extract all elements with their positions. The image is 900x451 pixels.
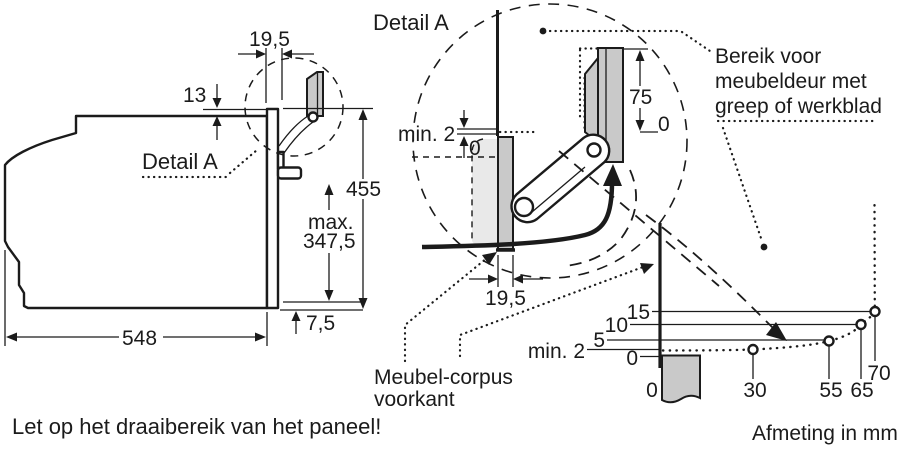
detail-a-circle-small	[244, 57, 344, 157]
graph-y-5: 5	[593, 329, 605, 352]
graph-x-70: 70	[867, 362, 890, 385]
hinge-pivot-small	[307, 111, 319, 123]
bereik-callout: Bereik voor meubeldeur met greep of werk…	[539, 27, 882, 251]
dashed-leaders	[558, 150, 787, 341]
oven-frame-section	[497, 136, 514, 250]
dim-7-5: 7,5	[280, 301, 363, 335]
furniture-door-small	[306, 71, 324, 117]
graph-x-55: 55	[819, 379, 842, 402]
oven-door-handle	[276, 166, 303, 180]
dim-13-label: 13	[183, 84, 206, 107]
bereik-line-2: meubeldeur met	[715, 70, 867, 93]
dim-max-label: max.	[308, 211, 354, 234]
hinge-pivot-large	[586, 142, 602, 158]
graph-y-0: 0	[626, 347, 638, 370]
dim-19-5-top: 19,5	[238, 28, 314, 103]
dim-13: 13	[183, 84, 266, 140]
graph-x-30: 30	[743, 379, 766, 402]
graph-boundary-curve	[661, 201, 877, 352]
meubel-line-2: voorkant	[374, 388, 455, 411]
dim-19-5-detail: 19,5	[469, 255, 543, 310]
dim-548: 548	[4, 250, 268, 350]
dim-max-347-5: max. 347,5	[303, 184, 356, 301]
dim-75-label: 75	[629, 86, 652, 109]
bereik-line-3: greep of werkblad	[715, 95, 882, 118]
dim-19-5-detail-label: 19,5	[485, 287, 526, 310]
warning-text: Let op het draaibereik van het paneel!	[12, 414, 381, 439]
dim-455-label: 455	[346, 178, 381, 201]
oven-cavity-hidden-edge	[471, 138, 484, 241]
dim-19-5-top-label: 19,5	[249, 28, 290, 51]
oven-cavity-section	[472, 139, 498, 248]
zero-door-label: 0	[658, 113, 670, 136]
oven-side-view: 19,5 13 455 max. 347,5	[3, 28, 381, 350]
dim-455: 455	[283, 107, 381, 309]
dim-347-5-label: 347,5	[303, 230, 356, 253]
detail-a-circle-large	[412, 3, 688, 279]
graph-unit-label: Afmeting in mm	[752, 422, 898, 445]
zero-top-label: 0	[469, 137, 481, 160]
oven-body-outline	[3, 114, 269, 310]
marker-70	[869, 305, 881, 318]
graph-y-15: 15	[627, 301, 650, 324]
oven-front-panel	[265, 107, 280, 310]
door-swing-path	[564, 169, 637, 267]
door-bracket	[584, 55, 599, 144]
meubel-callout: Meubel-corpus voorkant	[374, 252, 654, 411]
door-swing-arrow	[421, 164, 622, 250]
hinge-arm-body	[510, 133, 611, 224]
marker-65	[855, 318, 867, 331]
dim-75: 75 0	[624, 48, 670, 136]
graph-y-10: 10	[605, 314, 628, 337]
graph-x-0: 0	[646, 379, 658, 402]
detail-a-callout: Detail A	[141, 148, 259, 179]
marker-30	[747, 343, 759, 356]
hinge-arm-foot	[513, 196, 535, 218]
meubel-line-1: Meubel-corpus	[374, 366, 513, 389]
min-2-label: min. 2	[398, 123, 455, 146]
min-2-annotation: min. 2 0	[398, 110, 536, 160]
graph-y-min2: min. 2	[528, 340, 585, 363]
dim-7-5-label: 7,5	[306, 312, 335, 335]
door-section-graph	[661, 354, 701, 404]
hinge-arm-lines	[278, 115, 314, 154]
marker-55	[823, 335, 835, 347]
clearance-graph: 15 10 5 min. 2 0 0 30 55 65 70 Afmeting …	[528, 201, 898, 445]
detail-a-title: Detail A	[373, 10, 449, 35]
hinge-arm	[510, 133, 611, 224]
detail-a-view: Detail A min. 2 0	[373, 3, 787, 341]
furniture-door-assembly	[578, 47, 624, 163]
dim-548-label: 548	[122, 327, 157, 350]
graph-x-65: 65	[850, 379, 873, 402]
detail-a-callout-label: Detail A	[142, 149, 218, 174]
bereik-line-1: Bereik voor	[715, 45, 821, 68]
